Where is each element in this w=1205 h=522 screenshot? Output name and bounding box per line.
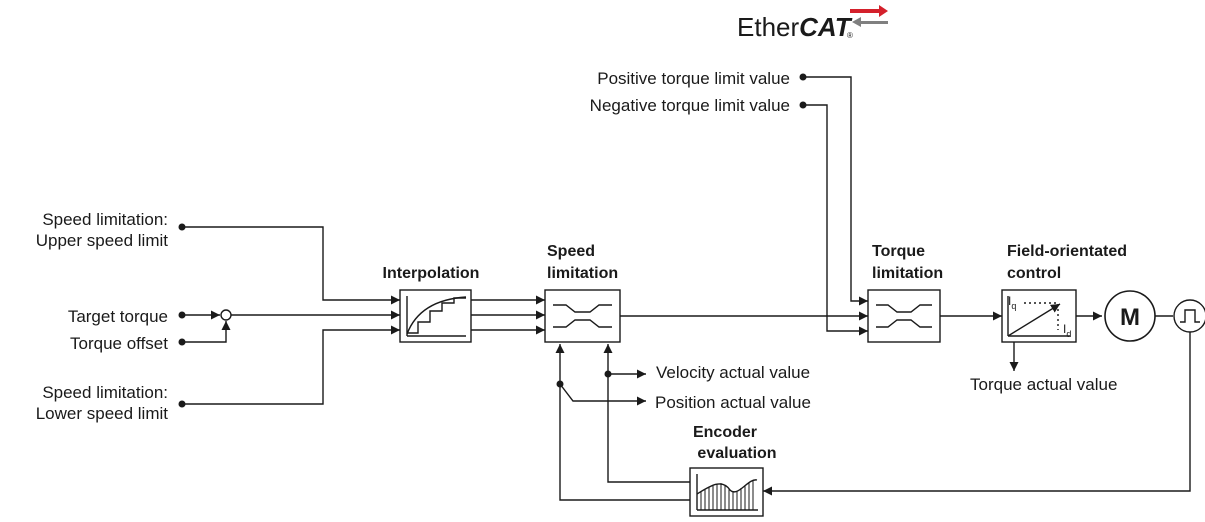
- logo-text-plain: Ether: [737, 12, 799, 42]
- foc-iq-label: I: [1008, 294, 1011, 308]
- logo-registered-mark: ®: [847, 31, 853, 40]
- torque-limitation-title-line1: Torque: [872, 243, 925, 260]
- foc-title-line2: control: [1007, 265, 1061, 282]
- motor-label: M: [1120, 304, 1140, 331]
- svg-text:Iq: Iq: [1008, 294, 1016, 311]
- input-wires: [178, 223, 400, 408]
- encoder-feedback-wire: [763, 332, 1191, 496]
- output-velocity-actual: Velocity actual value: [656, 363, 810, 382]
- output-position-actual: Position actual value: [655, 393, 811, 412]
- foc-iq-subscript: q: [1011, 301, 1016, 311]
- input-speed-lower-line1: Speed limitation:: [42, 383, 168, 402]
- output-torque-actual: Torque actual value: [970, 375, 1117, 394]
- speed-limitation-title-line1: Speed: [547, 243, 595, 260]
- input-torque-offset: Torque offset: [70, 334, 168, 353]
- svg-text:Id: Id: [1063, 322, 1071, 339]
- input-negative-torque-limit: Negative torque limit value: [590, 96, 790, 115]
- input-speed-lower-line2: Lower speed limit: [36, 404, 169, 423]
- logo-text-bold: CAT: [799, 12, 853, 42]
- torque-limitation-block: [867, 289, 941, 343]
- torque-limit-wires: [799, 73, 868, 336]
- summing-point-icon: [220, 309, 232, 321]
- field-orientated-control-block: Iq Id: [1001, 289, 1077, 343]
- interp-to-speedlim-wires: [471, 295, 545, 335]
- speed-limitation-title-line2: limitation: [547, 265, 618, 282]
- input-speed-upper-line1: Speed limitation:: [42, 210, 168, 229]
- feedback-wires: [555, 344, 690, 501]
- logo-arrows-icon: [850, 5, 888, 27]
- foc-id-subscript: d: [1066, 329, 1071, 339]
- interpolation-title: Interpolation: [383, 265, 480, 282]
- svg-text:EtherCAT: EtherCAT: [737, 12, 853, 42]
- encoder-title-line2: evaluation: [697, 445, 776, 462]
- motor-icon: M: [1104, 290, 1156, 342]
- ethercat-logo: EtherCAT ®: [737, 5, 888, 42]
- torque-limitation-title-line2: limitation: [872, 265, 943, 282]
- pulse-encoder-icon: [1173, 299, 1205, 333]
- interpolation-block: [399, 289, 472, 343]
- encoder-title-line1: Encoder: [693, 424, 757, 441]
- input-speed-upper-line2: Upper speed limit: [36, 231, 169, 250]
- input-target-torque: Target torque: [68, 307, 168, 326]
- encoder-evaluation-block: [689, 467, 764, 517]
- foc-id-label: I: [1063, 322, 1066, 336]
- speed-limitation-block: [544, 289, 621, 343]
- input-positive-torque-limit: Positive torque limit value: [597, 69, 790, 88]
- foc-title-line1: Field-orientated: [1007, 243, 1127, 260]
